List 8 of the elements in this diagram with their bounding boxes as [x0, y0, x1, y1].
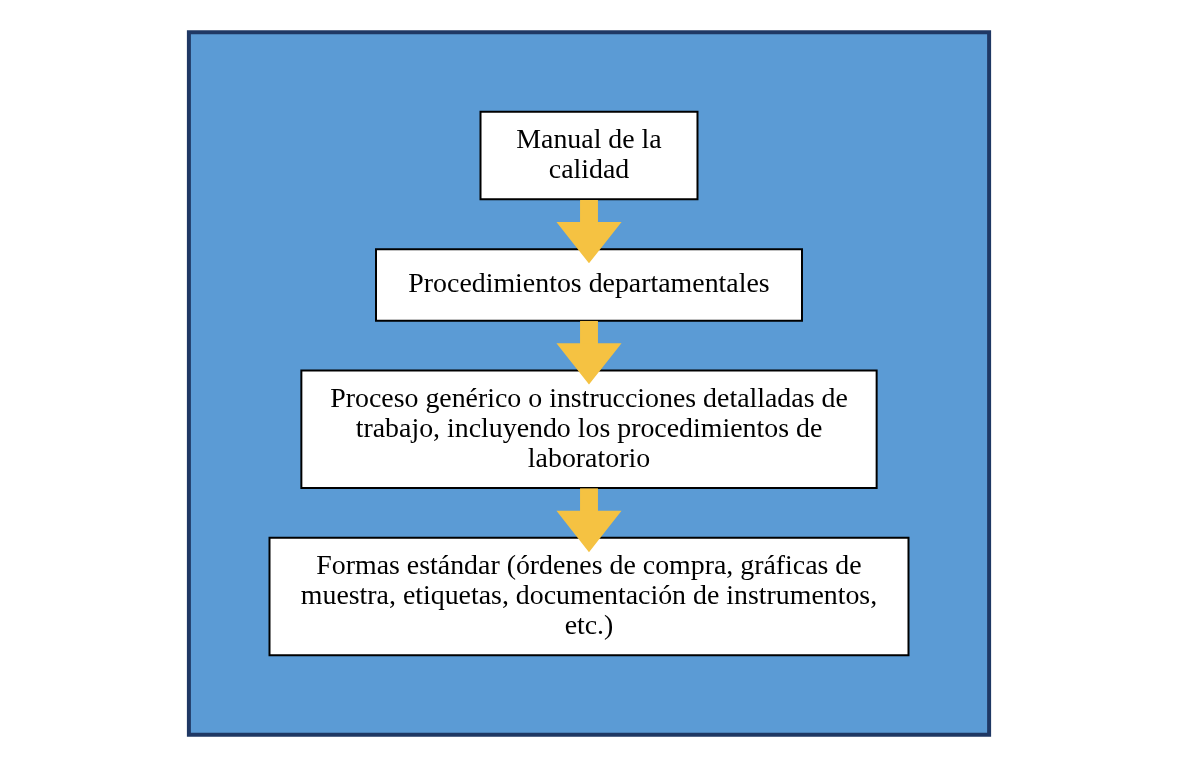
node-box: Procedimientos departamentales — [374, 248, 803, 322]
arrow — [555, 320, 622, 385]
node-box: Proceso genérico o instrucciones detalladas de trabajo, incluyendo los procedimientos de laboratorio — [299, 369, 878, 489]
node-box: Manual de la calidad — [479, 110, 698, 201]
arrow — [555, 488, 622, 553]
arrow — [555, 200, 622, 264]
node-box: Formas estándar (órdenes de compra, gráficas de muestra, etiquetas, documentación de instrumentos, etc.) — [268, 536, 909, 657]
cluster — [186, 30, 991, 737]
